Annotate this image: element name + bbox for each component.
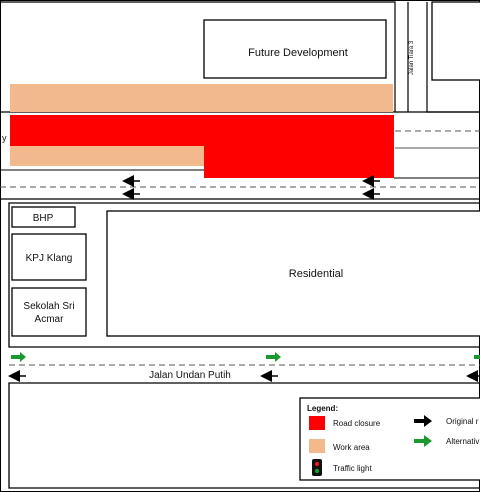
kpj-klang-block — [11, 233, 87, 281]
legend: Legend: Road closure Work area Traffic l… — [299, 397, 480, 481]
side-road-label: Jalan Tiara 3 — [409, 40, 415, 75]
sekolah-label-line2: Acmar — [35, 314, 65, 325]
legend-original-label: Original r — [446, 417, 479, 426]
legend-alternative-label: Alternativ — [446, 437, 479, 446]
work-area-north — [10, 84, 393, 112]
jalan-undan-putih-label: Jalan Undan Putih — [149, 370, 231, 381]
original-route-arrows-service — [122, 175, 380, 200]
legend-box — [299, 397, 480, 481]
bhp-block — [11, 206, 76, 228]
middle-block-outline — [8, 202, 480, 348]
legend-work-area-swatch — [309, 439, 325, 453]
traffic-light-icon — [312, 459, 322, 476]
black-arrow-right-icon — [414, 415, 432, 427]
sekolah-label-line1: Sekolah Sri — [23, 301, 74, 312]
legend-traffic-light-label: Traffic light — [333, 464, 372, 473]
residential-label: Residential — [289, 268, 343, 280]
legend-work-area-label: Work area — [333, 443, 370, 452]
kpj-klang-label: KPJ Klang — [26, 253, 73, 264]
future-development-label: Future Development — [248, 47, 348, 59]
future-development-block — [203, 19, 387, 79]
legend-road-closure-label: Road closure — [333, 419, 381, 428]
north-block-outline — [0, 1, 396, 112]
legend-title: Legend: — [307, 404, 338, 413]
work-area-south — [10, 146, 204, 166]
road-closure-east — [204, 115, 394, 178]
alternative-route-arrows — [11, 352, 480, 362]
legend-road-closure-swatch — [309, 416, 325, 430]
green-arrow-right-icon — [414, 435, 432, 447]
bhp-label: BHP — [33, 213, 54, 224]
main-road-label-fragment: y — [2, 133, 7, 143]
east-building — [431, 1, 480, 81]
sekolah-block — [11, 287, 87, 337]
residential-block — [106, 210, 480, 337]
south-block-outline — [8, 382, 480, 489]
